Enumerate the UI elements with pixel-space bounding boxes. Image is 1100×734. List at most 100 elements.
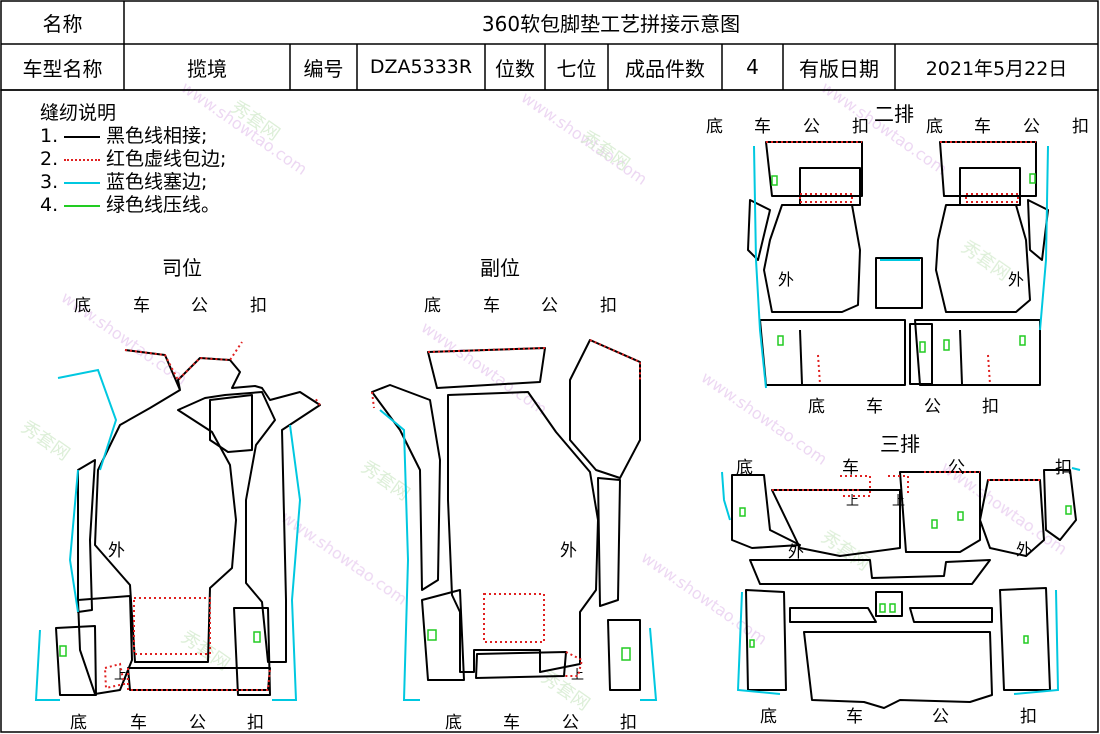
legend-title: 缝纫说明 — [40, 102, 117, 124]
driver-main-panel — [94, 349, 321, 663]
third-row-center — [899, 471, 981, 553]
second-row-right-flap — [959, 167, 1021, 206]
dir-label: 车 — [133, 296, 150, 316]
dir-label: 底 — [808, 397, 825, 417]
dir-label: 扣 — [620, 713, 637, 733]
outer-side-label: 外 — [778, 270, 795, 289]
cyan-tuck-edge — [57, 368, 118, 471]
green-press-mark — [1023, 635, 1029, 644]
second-row-divider — [799, 329, 803, 385]
cyan-tuck-edge — [1071, 467, 1081, 471]
passenger-right-arm — [569, 339, 641, 479]
outer-side-label: 外 — [1008, 270, 1025, 289]
drawing-title: 360软包脚垫工艺拼接示意图 — [481, 12, 741, 36]
second-row-mid-slot — [909, 323, 933, 385]
dir-label: 扣 — [1072, 117, 1089, 137]
cyan-line-swatch — [64, 181, 100, 184]
green-press-mark — [749, 639, 755, 648]
up-label: 上 — [571, 668, 585, 683]
driver-front-strip — [77, 595, 133, 695]
dir-label: 底 — [70, 713, 87, 733]
red-dotted-swatch — [64, 158, 100, 161]
dir-label: 底 — [424, 296, 441, 316]
dir-label: 公 — [541, 296, 558, 316]
second-row-left-wing — [747, 199, 771, 261]
driver-left-slot — [55, 625, 97, 696]
third-row-rear-panel — [803, 631, 993, 709]
outer-side-label: 外 — [560, 541, 577, 561]
green-press-mark — [931, 519, 938, 529]
green-press-mark — [621, 647, 631, 661]
green-press-mark — [739, 507, 746, 517]
third-row-rear-right — [909, 607, 993, 623]
dir-label: 车 — [754, 117, 771, 137]
red-binding-edge — [133, 597, 211, 655]
dir-label: 公 — [191, 296, 208, 316]
passenger-rear-strip — [475, 651, 567, 679]
dir-label: 车 — [503, 713, 520, 733]
dir-label: 底 — [760, 707, 777, 727]
third-row-middle-strip — [749, 559, 991, 585]
green-press-mark — [957, 511, 964, 521]
green-press-mark — [1029, 173, 1036, 184]
cyan-tuck-edge — [68, 469, 79, 613]
dir-label: 扣 — [1020, 707, 1037, 727]
passenger-left-slot — [421, 589, 465, 681]
dir-label: 公 — [803, 117, 820, 137]
dir-label: 车 — [846, 707, 863, 727]
dir-label: 扣 — [247, 713, 264, 733]
dir-label: 公 — [189, 713, 206, 733]
date-value: 2021年5月22日 — [925, 57, 1068, 80]
dir-label: 车 — [974, 117, 991, 137]
green-press-mark — [253, 631, 261, 643]
green-press-mark — [771, 175, 778, 186]
dir-label: 公 — [924, 397, 941, 417]
dir-label: 底 — [706, 117, 723, 137]
second-row-left-seat — [763, 204, 861, 313]
red-binding-edge — [564, 651, 584, 677]
name-label: 名称 — [42, 12, 83, 36]
second-row-center-tunnel — [875, 257, 923, 309]
green-press-mark — [427, 629, 437, 641]
second-row-right-wing — [1027, 199, 1049, 261]
passenger-top-pad — [427, 347, 546, 389]
dir-label: 扣 — [600, 296, 617, 316]
green-press-mark — [777, 335, 784, 346]
second-row-right-floor — [914, 319, 1041, 386]
green-press-mark — [889, 603, 896, 613]
cyan-tuck-edge — [1013, 589, 1060, 695]
red-binding-edge — [888, 475, 909, 496]
third-row-right-seat — [979, 479, 1045, 557]
green-press-mark — [59, 645, 67, 657]
green-press-mark — [1019, 335, 1026, 346]
cyan-tuck-edge — [34, 629, 60, 701]
second-row-right-seat — [935, 204, 1031, 313]
green-press-mark — [1065, 505, 1072, 515]
cyan-tuck-edge — [721, 471, 731, 521]
code-value: DZA5333R — [369, 56, 473, 78]
passenger-right-strip — [597, 477, 621, 607]
dir-label: 扣 — [852, 117, 869, 137]
date-label: 有版日期 — [799, 56, 879, 81]
third-row-title: 三排 — [880, 432, 920, 456]
third-row-right-lower — [999, 587, 1051, 691]
cyan-tuck-edge — [640, 627, 658, 701]
red-binding-edge — [483, 593, 545, 643]
up-label: 上 — [846, 494, 860, 509]
dir-label: 底 — [736, 458, 753, 478]
green-press-mark — [879, 603, 886, 613]
green-press-mark — [919, 341, 926, 353]
legend-item-green: 4.绿色线压线。 — [40, 194, 221, 216]
dir-label: 扣 — [982, 397, 999, 417]
third-row-left-seat — [771, 489, 901, 557]
passenger-right-slot — [607, 619, 641, 691]
dir-label: 公 — [562, 713, 579, 733]
cyan-tuck-edge — [379, 409, 420, 701]
second-row-right-top — [939, 141, 1037, 197]
sewing-legend: 缝纫说明 1.黑色线相接; 2.红色虚线包边; 3.蓝色线塞边; 4.绿色线压线… — [40, 102, 226, 217]
dir-label: 车 — [866, 397, 883, 417]
seats-value: 七位 — [556, 56, 597, 81]
